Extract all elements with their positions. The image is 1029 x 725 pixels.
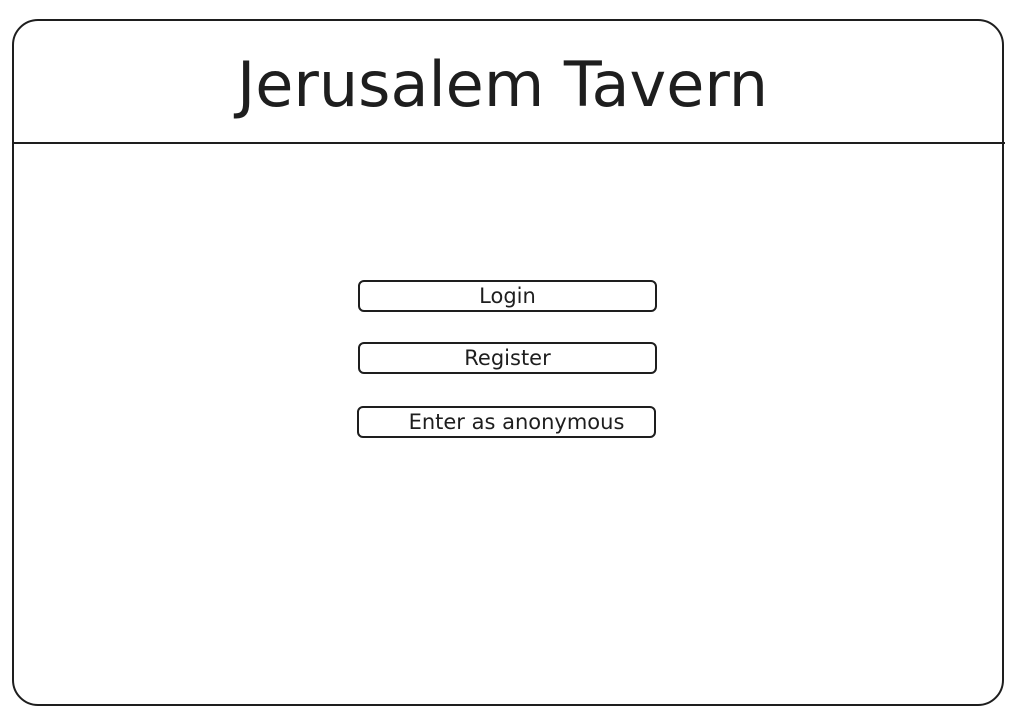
header-divider [12,142,1005,144]
enter-anonymous-button[interactable]: Enter as anonymous [357,406,656,438]
page-title: Jerusalem Tavern [236,48,769,121]
window-frame [12,19,1004,706]
register-button[interactable]: Register [358,342,657,374]
login-button[interactable]: Login [358,280,657,312]
